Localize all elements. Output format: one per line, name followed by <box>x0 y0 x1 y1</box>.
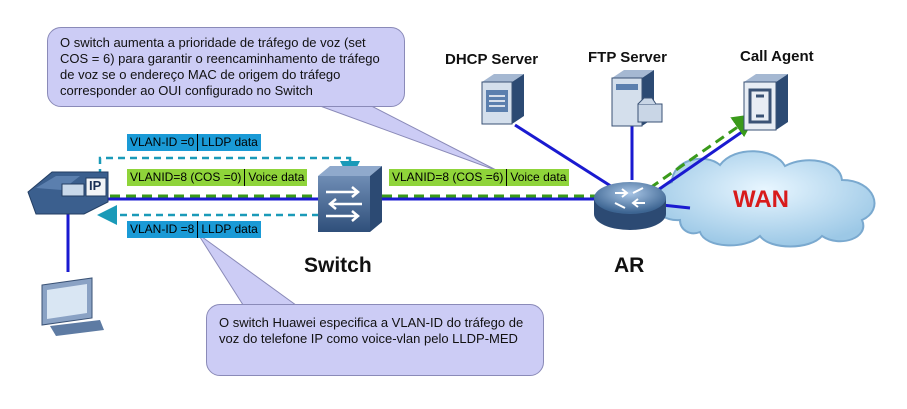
bottom-callout-pointer <box>197 233 302 309</box>
router-label: AR <box>614 254 645 277</box>
voice-inbound-frame-tag: VLANID=8 (COS =0) Voice data <box>127 169 308 186</box>
switch-icon <box>318 166 382 232</box>
payload-field: Voice data <box>510 170 567 184</box>
bottom-callout-text: O switch Huawei especifica a VLAN-ID do … <box>219 315 524 346</box>
payload-field: Voice data <box>248 170 305 184</box>
wan-label: WAN <box>733 186 789 213</box>
pc-icon <box>41 277 104 336</box>
call-agent-icon <box>743 74 788 131</box>
call-agent-label: Call Agent <box>740 48 814 65</box>
lldp-inbound-frame-tag: VLAN-ID =8 LLDP data <box>127 221 261 238</box>
top-callout: O switch aumenta a prioridade de tráfego… <box>47 27 405 107</box>
dhcp-server-label: DHCP Server <box>445 51 539 68</box>
router-icon <box>594 182 666 230</box>
bottom-callout: O switch Huawei especifica a VLAN-ID do … <box>206 304 544 376</box>
wan-cloud <box>654 150 876 248</box>
payload-field: LLDP data <box>201 222 258 236</box>
top-callout-text: O switch aumenta a prioridade de tráfego… <box>60 35 380 98</box>
ftp-server-label: FTP Server <box>588 49 667 66</box>
vlan-id-field: VLAN-ID =0 <box>127 134 199 151</box>
dhcp-server-icon <box>481 74 524 125</box>
voice-path-to-agent <box>649 113 757 190</box>
ip-phone-icon <box>27 171 109 215</box>
vlan-id-field: VLAN-ID =8 <box>127 221 199 238</box>
lldp-outbound-frame-tag: VLAN-ID =0 LLDP data <box>127 134 261 151</box>
voice-outbound-frame-tag: VLANID=8 (COS =6) Voice data <box>389 169 570 186</box>
ftp-server-icon <box>611 70 663 127</box>
vlan-id-field: VLANID=8 (COS =6) <box>389 169 508 186</box>
vlan-id-field: VLANID=8 (COS =0) <box>127 169 246 186</box>
switch-label: Switch <box>304 254 372 277</box>
ip-phone-badge: IP <box>89 178 102 193</box>
payload-field: LLDP data <box>201 135 258 149</box>
